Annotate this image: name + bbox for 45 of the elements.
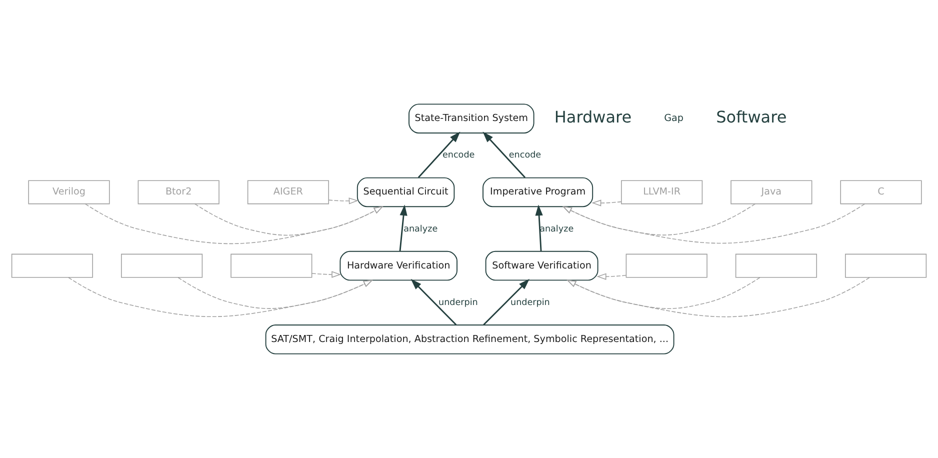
node-box: Verilog xyxy=(28,180,110,204)
arrow xyxy=(535,204,543,252)
arrow xyxy=(68,277,374,317)
node-box: Sequential Circuit xyxy=(356,177,455,208)
arrow xyxy=(328,198,358,204)
arrow xyxy=(483,278,530,326)
node-box: C xyxy=(840,180,922,204)
node-box: State-Transition System xyxy=(408,104,534,134)
arrow xyxy=(596,273,626,280)
node-box xyxy=(626,254,708,278)
edge-label: analyze xyxy=(540,224,574,234)
arrow xyxy=(418,132,460,178)
arrow xyxy=(566,277,760,309)
node-box: AIGER xyxy=(247,180,329,204)
node-box: SAT/SMT, Craig Interpolation, Abstraction Refinement, Symbolic Representation, ... xyxy=(265,324,674,354)
node-box xyxy=(735,254,817,278)
edge-label: encode xyxy=(508,150,542,161)
arrow xyxy=(566,277,870,318)
edge-label: underpin xyxy=(510,298,550,308)
arrow xyxy=(482,132,526,178)
node-box: Hardware Verification xyxy=(340,250,458,281)
arrow xyxy=(312,271,342,278)
node-box: Java xyxy=(730,180,812,204)
node-box xyxy=(845,254,927,278)
arrow xyxy=(84,204,384,244)
label: Gap xyxy=(664,113,684,124)
arrow xyxy=(592,200,622,206)
arrow xyxy=(410,278,457,326)
arrow xyxy=(399,204,408,252)
edge-label: underpin xyxy=(438,298,478,308)
node-box: LLVM-IR xyxy=(621,180,703,204)
node-box xyxy=(11,254,93,278)
label: Hardware xyxy=(554,108,632,127)
edge-label: encode xyxy=(442,150,475,161)
label: Software xyxy=(716,108,787,127)
node-box: Software Verification xyxy=(485,250,598,281)
arrow xyxy=(194,204,384,236)
arrow xyxy=(178,277,374,309)
arrow xyxy=(562,204,756,236)
node-box xyxy=(121,254,203,278)
arrow xyxy=(562,204,866,244)
node-box xyxy=(230,254,312,278)
node-box: Btor2 xyxy=(138,180,220,204)
edge-label: analyze xyxy=(404,224,438,234)
node-box: Imperative Program xyxy=(482,177,594,208)
